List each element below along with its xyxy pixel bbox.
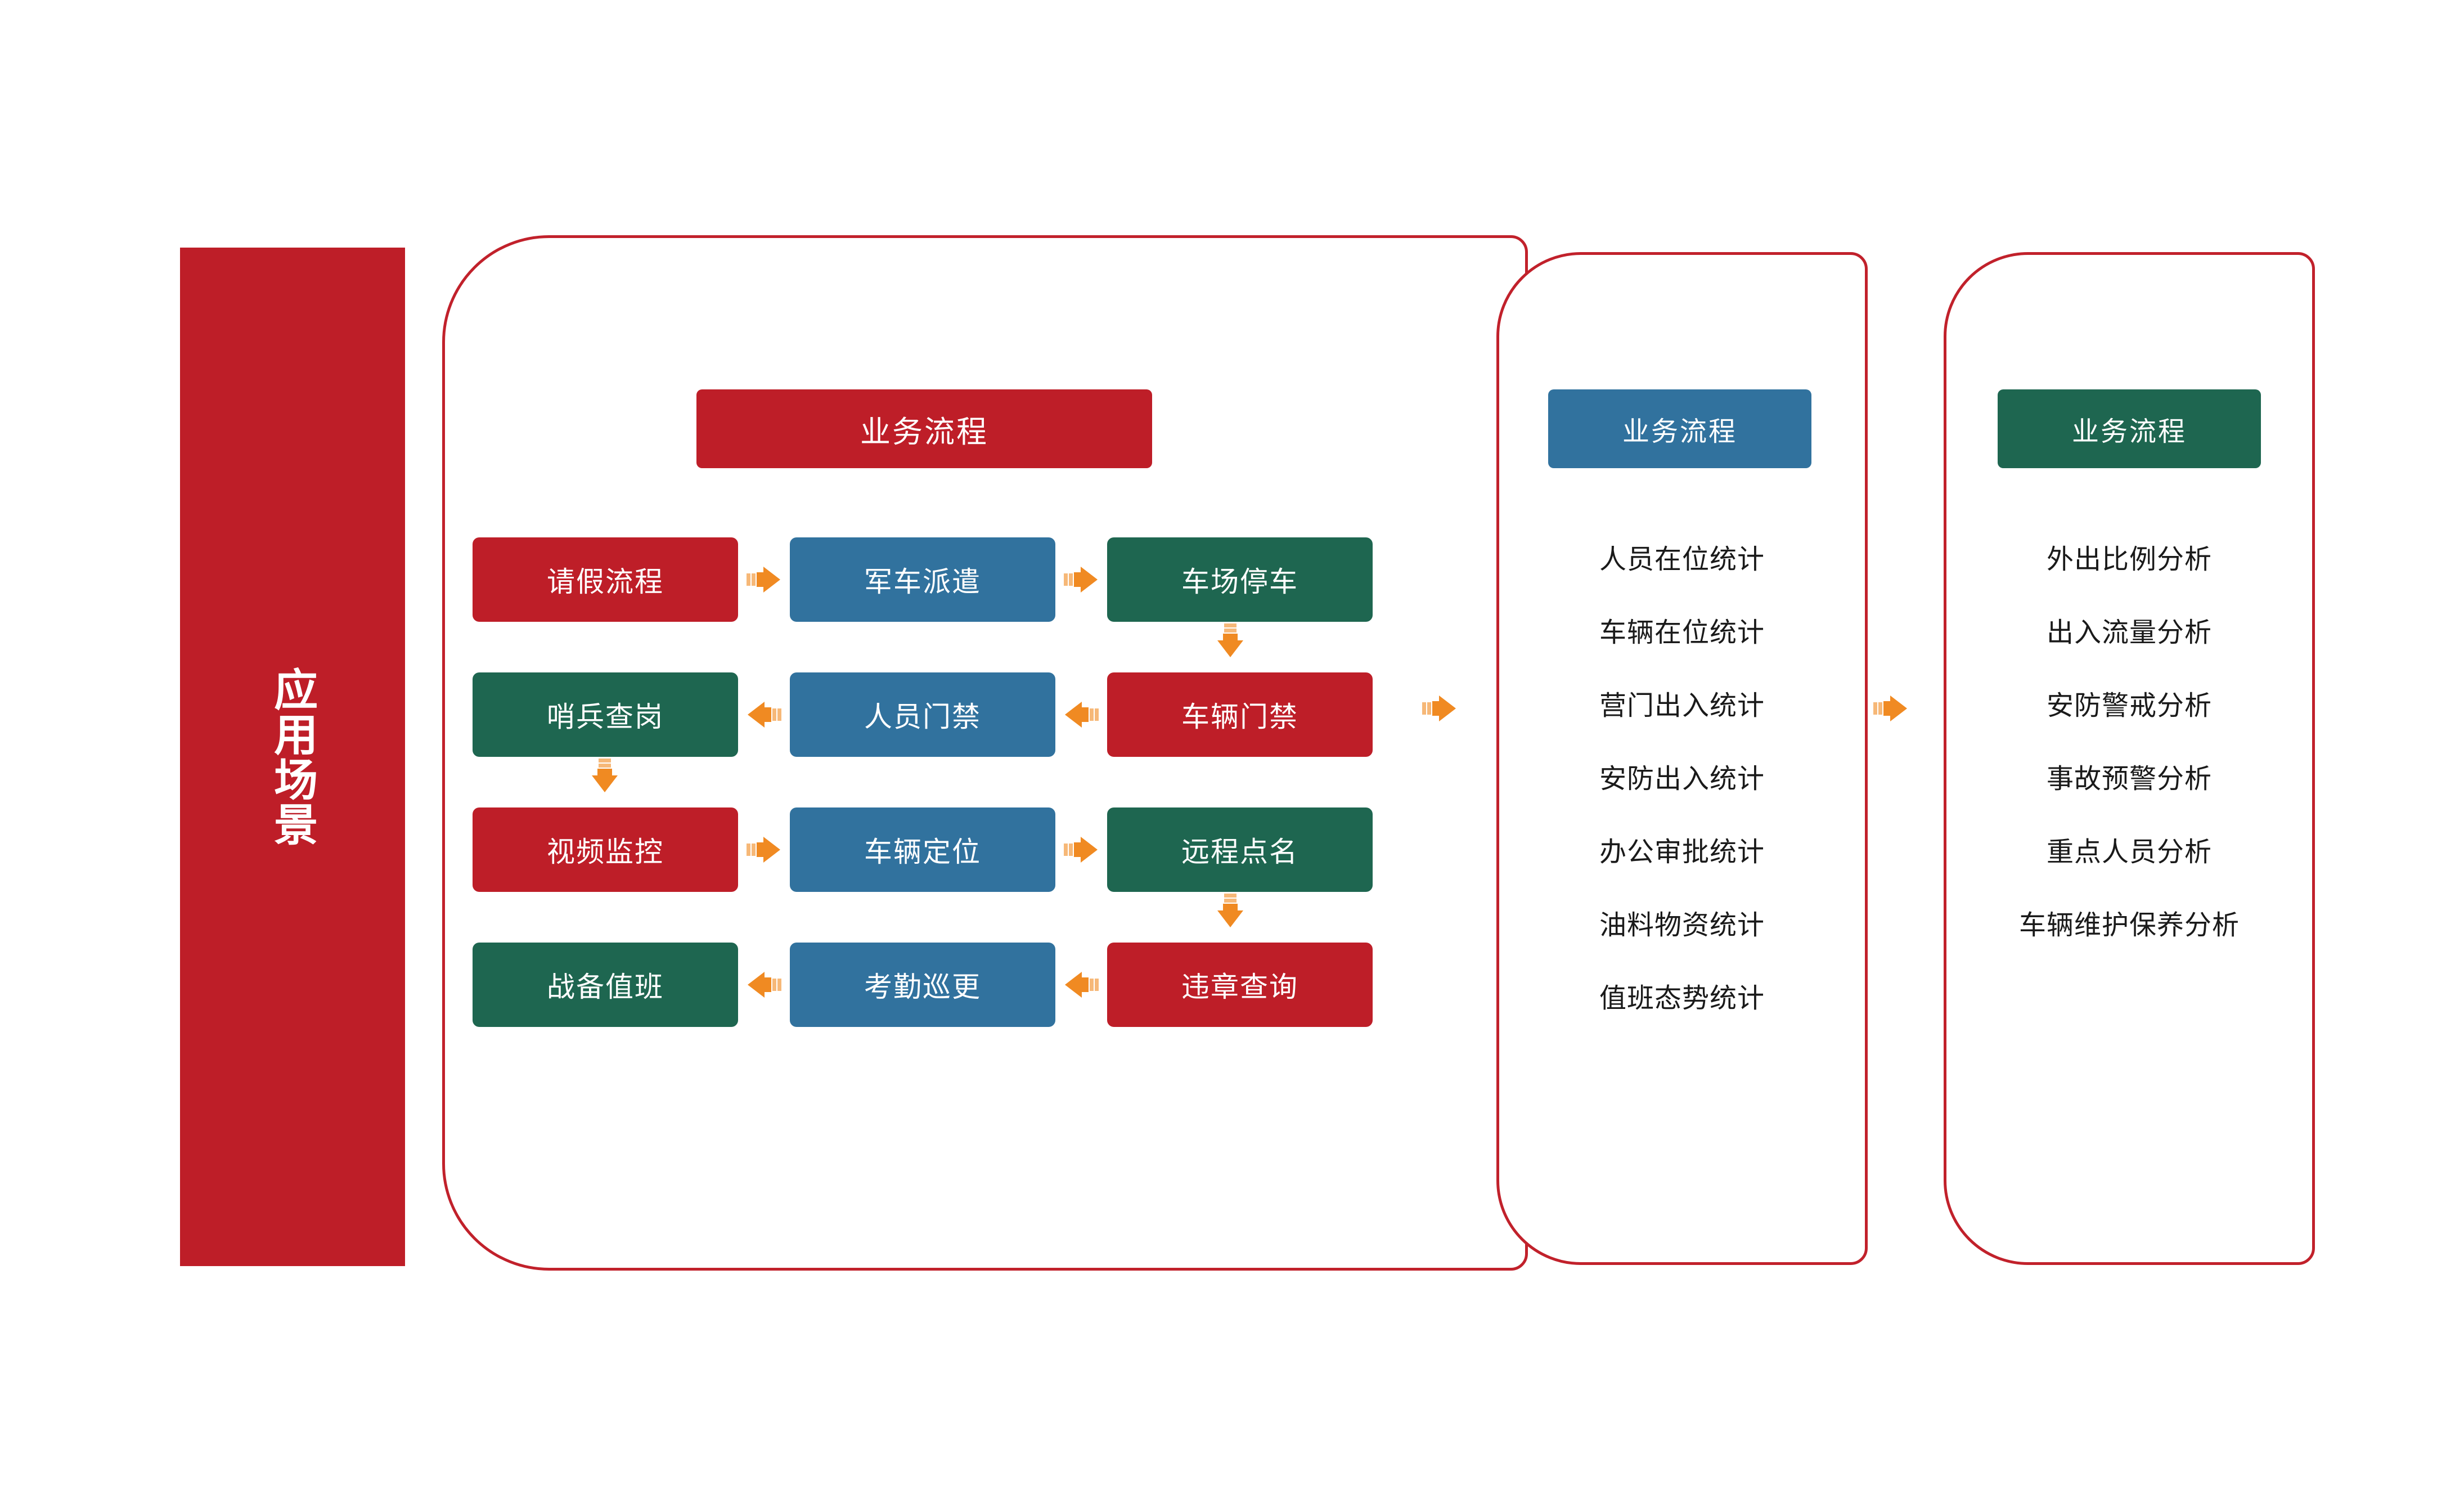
flow-node-label: 远程点名 xyxy=(1181,836,1298,868)
flow-gap xyxy=(738,564,790,595)
application-scenario-label: 应用场景 xyxy=(268,667,318,847)
flow-gap xyxy=(738,699,790,730)
flow-node-label: 请假流程 xyxy=(547,566,664,598)
statistics-panel-header: 业务流程 xyxy=(1548,389,1811,468)
arrow-down-icon-row3-to-row4 xyxy=(1217,894,1243,927)
list-item[interactable]: 事故预警分析 xyxy=(2046,764,2212,794)
arrow-right-icon-flow-to-stats xyxy=(1422,696,1456,721)
list-item[interactable]: 油料物资统计 xyxy=(1599,910,1765,940)
flow-gap xyxy=(738,970,790,1000)
arrow-down-icon-row1-to-row2 xyxy=(1217,623,1243,657)
list-item[interactable]: 办公审批统计 xyxy=(1599,837,1765,867)
flow-node-yuanchengdianming[interactable]: 远程点名 xyxy=(1107,807,1373,892)
list-item[interactable]: 值班态势统计 xyxy=(1599,984,1765,1013)
business-flow-header: 业务流程 xyxy=(696,389,1152,468)
flow-node-qingjialiucheng[interactable]: 请假流程 xyxy=(473,537,738,622)
business-flow-header-label: 业务流程 xyxy=(860,415,988,449)
analysis-panel-header-label: 业务流程 xyxy=(2071,417,2187,447)
flow-node-label: 违章查询 xyxy=(1181,971,1298,1003)
flow-node-label: 军车派遣 xyxy=(864,566,981,598)
flow-node-label: 视频监控 xyxy=(547,836,664,868)
flow-node-weizhangchaxun[interactable]: 违章查询 xyxy=(1107,943,1373,1027)
flow-node-kaoqinxungeng[interactable]: 考勤巡更 xyxy=(790,943,1055,1027)
flow-node-label: 人员门禁 xyxy=(864,701,981,733)
flow-gap xyxy=(1055,564,1107,595)
arrow-left-icon xyxy=(748,702,781,728)
flow-node-shaobingchagang[interactable]: 哨兵查岗 xyxy=(473,672,738,757)
flow-row-4: 战备值班 考勤巡更 违章查询 xyxy=(473,943,1373,1027)
list-item[interactable]: 重点人员分析 xyxy=(2046,837,2212,867)
analysis-panel-header: 业务流程 xyxy=(1998,389,2261,468)
flow-gap xyxy=(738,835,790,865)
flow-gap xyxy=(1055,970,1107,1000)
flow-node-junchepaiqian[interactable]: 军车派遣 xyxy=(790,537,1055,622)
list-item[interactable]: 出入流量分析 xyxy=(2046,618,2212,648)
flow-node-shipinjiankong[interactable]: 视频监控 xyxy=(473,807,738,892)
flow-node-renyuanmenjin[interactable]: 人员门禁 xyxy=(790,672,1055,757)
arrow-left-icon xyxy=(1065,702,1099,728)
flow-node-cheliangdingwei[interactable]: 车辆定位 xyxy=(790,807,1055,892)
flow-gap xyxy=(1055,835,1107,865)
flow-node-label: 哨兵查岗 xyxy=(547,701,664,733)
arrow-right-icon xyxy=(747,837,780,863)
application-scenario-banner: 应用场景 xyxy=(180,248,405,1266)
statistics-item-list: 人员在位统计 车辆在位统计 营门出入统计 安防出入统计 办公审批统计 油料物资统… xyxy=(1496,523,1868,1035)
list-item[interactable]: 人员在位统计 xyxy=(1599,545,1765,575)
flow-row-1: 请假流程 军车派遣 车场停车 xyxy=(473,537,1373,622)
business-flow-grid: 请假流程 军车派遣 车场停车 哨兵查岗 人员门禁 车辆门禁 xyxy=(473,537,1373,1027)
arrow-right-icon xyxy=(1064,837,1098,863)
flow-node-label: 车辆定位 xyxy=(864,836,981,868)
statistics-panel-header-label: 业务流程 xyxy=(1622,417,1737,447)
list-item[interactable]: 营门出入统计 xyxy=(1599,691,1765,721)
analysis-item-list: 外出比例分析 出入流量分析 安防警戒分析 事故预警分析 重点人员分析 车辆维护保… xyxy=(1944,523,2315,962)
flow-node-label: 考勤巡更 xyxy=(864,971,981,1003)
flow-node-label: 车辆门禁 xyxy=(1181,701,1298,733)
flow-node-zhanbeizhiban[interactable]: 战备值班 xyxy=(473,943,738,1027)
list-item[interactable]: 安防警戒分析 xyxy=(2046,691,2212,721)
arrow-left-icon xyxy=(748,972,781,998)
flow-node-chechangtingche[interactable]: 车场停车 xyxy=(1107,537,1373,622)
arrow-right-icon xyxy=(747,567,780,593)
list-item[interactable]: 车辆维护保养分析 xyxy=(2018,910,2240,940)
flow-node-label: 车场停车 xyxy=(1181,566,1298,598)
flow-node-cheliangmenjin[interactable]: 车辆门禁 xyxy=(1107,672,1373,757)
arrow-right-icon-stats-to-analysis xyxy=(1873,696,1907,721)
list-item[interactable]: 外出比例分析 xyxy=(2046,545,2212,575)
flow-row-2: 哨兵查岗 人员门禁 车辆门禁 xyxy=(473,672,1373,757)
flow-node-label: 战备值班 xyxy=(547,971,664,1003)
arrow-down-icon-row2-to-row3 xyxy=(592,759,618,792)
flow-row-3: 视频监控 车辆定位 远程点名 xyxy=(473,807,1373,892)
arrow-right-icon xyxy=(1064,567,1098,593)
flow-gap xyxy=(1055,699,1107,730)
list-item[interactable]: 车辆在位统计 xyxy=(1599,618,1765,648)
list-item[interactable]: 安防出入统计 xyxy=(1599,764,1765,794)
arrow-left-icon xyxy=(1065,972,1099,998)
